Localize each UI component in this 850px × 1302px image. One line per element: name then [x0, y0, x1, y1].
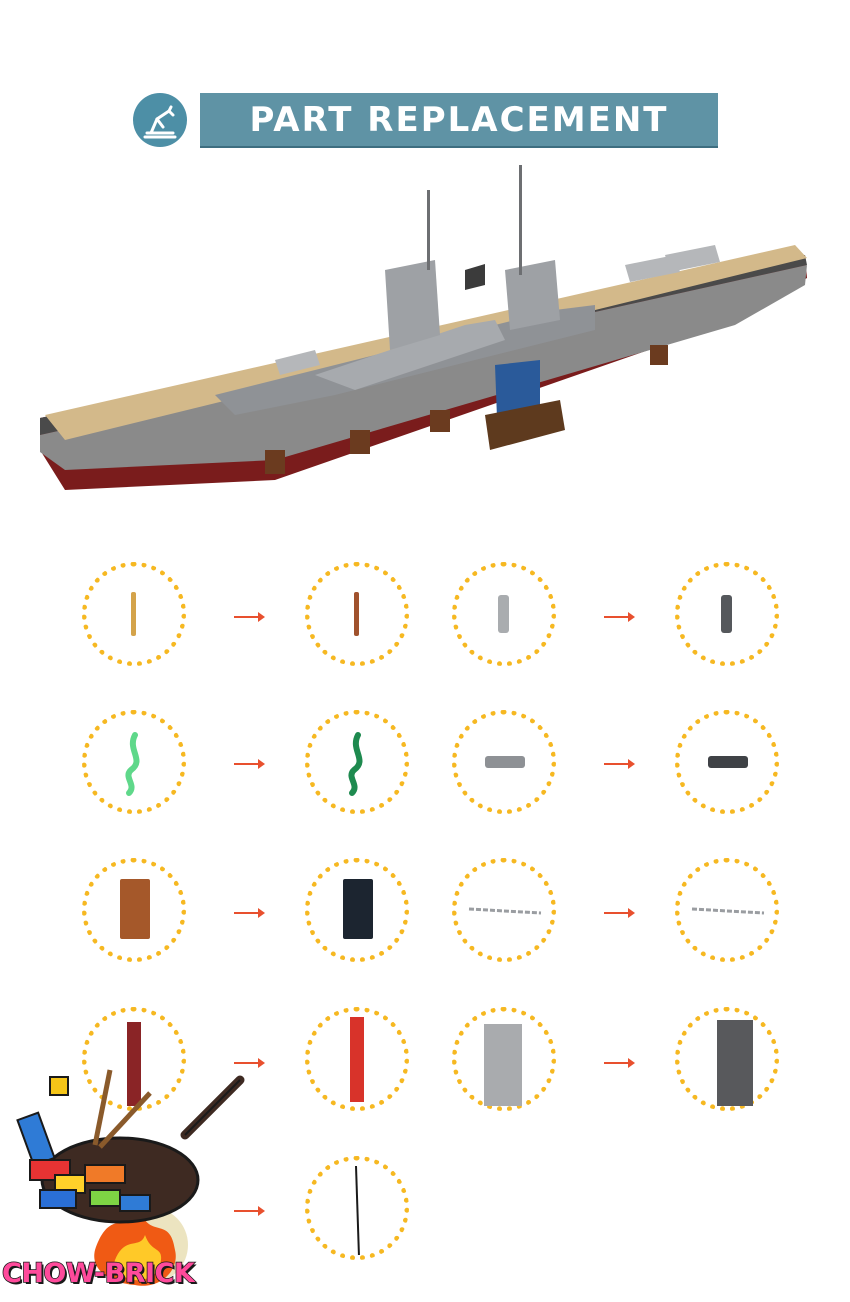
part-to-dark-gray-axle-joiner: [675, 710, 779, 814]
arrow-icon: [234, 908, 265, 918]
part-from-light-gray-6x12-plate: [452, 1007, 556, 1111]
arrow-icon: [234, 759, 265, 769]
banner-title: PART REPLACEMENT: [249, 99, 669, 140]
part-to-black-2x4-plate: [305, 858, 409, 962]
part-to-chain-link: [675, 858, 779, 962]
part-from-bright-green-plant: [82, 710, 186, 814]
brand-name: CHOW-BRICK: [1, 1257, 195, 1290]
part-from-tan-bar: [82, 562, 186, 666]
part-to-green-plant: [305, 710, 409, 814]
arrow-icon: [234, 1206, 265, 1216]
part-to-black-bar: [305, 1156, 409, 1260]
brand-logo: [16, 1069, 245, 1286]
part-from-light-gray-axle-joiner: [452, 710, 556, 814]
arrow-icon: [604, 612, 635, 622]
arrow-icon: [604, 759, 635, 769]
arrow-icon: [234, 612, 265, 622]
section-banner: PART REPLACEMENT: [200, 93, 718, 146]
part-to-dark-gray-6x12-plate: [675, 1007, 779, 1111]
part-to-brown-bar: [305, 562, 409, 666]
part-from-chain-link: [452, 858, 556, 962]
part-from-brown-2x4-plate: [82, 858, 186, 962]
part-from-light-gray-connector: [452, 562, 556, 666]
part-to-red-tile: [305, 1007, 409, 1111]
arrow-icon: [604, 1058, 635, 1068]
part-from-dark-red-tile: [82, 1007, 186, 1111]
part-to-dark-gray-connector: [675, 562, 779, 666]
arrow-icon: [234, 1058, 265, 1068]
crane-icon: [133, 93, 187, 147]
arrow-icon: [604, 908, 635, 918]
battleship-model: [40, 165, 807, 490]
